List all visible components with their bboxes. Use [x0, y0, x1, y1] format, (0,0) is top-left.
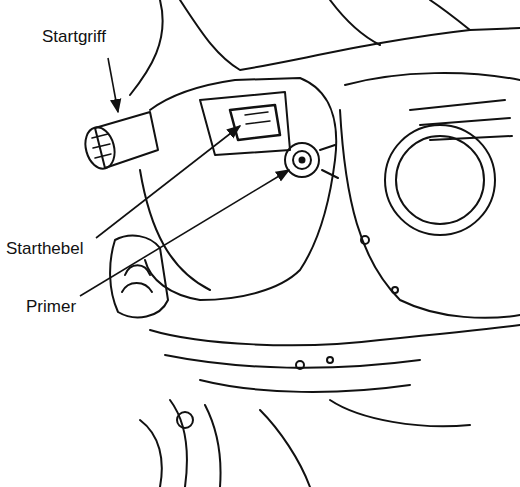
part-label: Primer: [24, 298, 78, 317]
part-label: Starthebel: [4, 240, 86, 259]
part-label: Startgriff: [40, 28, 108, 47]
